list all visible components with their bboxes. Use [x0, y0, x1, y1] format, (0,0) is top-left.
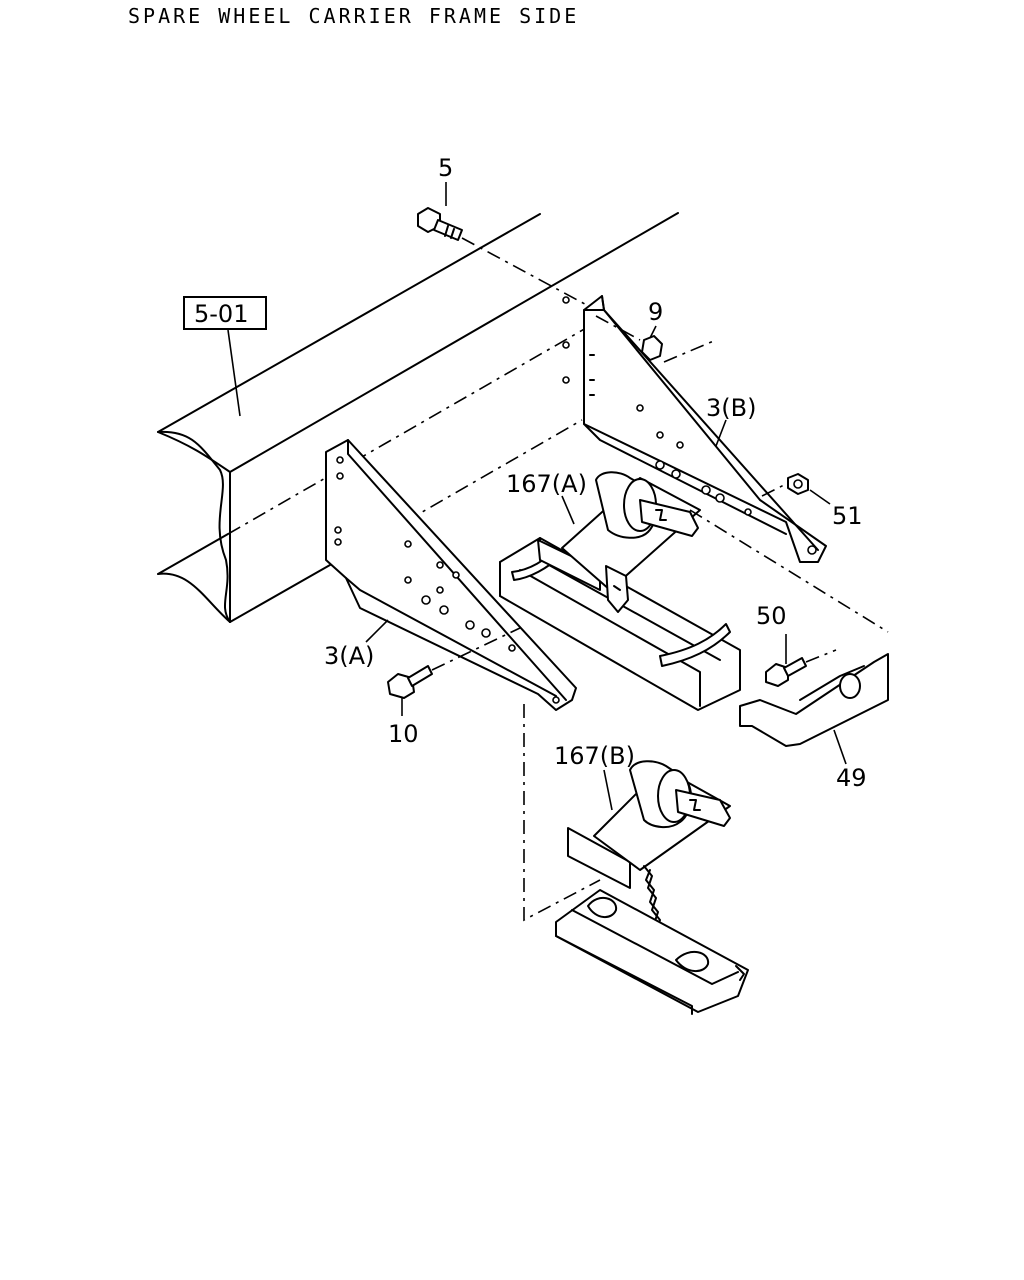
frame-ref-box [183, 296, 267, 330]
assembly-line [523, 704, 601, 922]
bracket-3b [562, 295, 827, 563]
callout-51: 51 [832, 502, 863, 530]
callout-50: 50 [756, 602, 787, 630]
guard-49 [689, 509, 889, 747]
bolt-10 [387, 627, 521, 716]
frame-rail [157, 212, 679, 623]
callout-9: 9 [648, 298, 663, 326]
bolt-5 [417, 207, 597, 311]
carrier-167b [555, 760, 749, 1015]
callout-5-01: 5-01 [194, 300, 248, 328]
page-title: SPARE WHEEL CARRIER FRAME SIDE [128, 4, 580, 28]
callout-10: 10 [388, 720, 419, 748]
callout-49: 49 [836, 764, 867, 792]
bracket-3a [325, 439, 577, 711]
callout-167b: 167(B) [554, 742, 635, 770]
callout-5: 5 [438, 154, 453, 182]
leader-lines [227, 182, 847, 811]
nut-51 [761, 473, 809, 497]
bolt-50 [765, 649, 837, 687]
carrier-167a [499, 471, 741, 711]
callout-167a: 167(A) [506, 470, 587, 498]
nut-9 [595, 315, 717, 363]
callout-3b: 3(B) [706, 394, 756, 422]
callout-3a: 3(A) [324, 642, 374, 670]
